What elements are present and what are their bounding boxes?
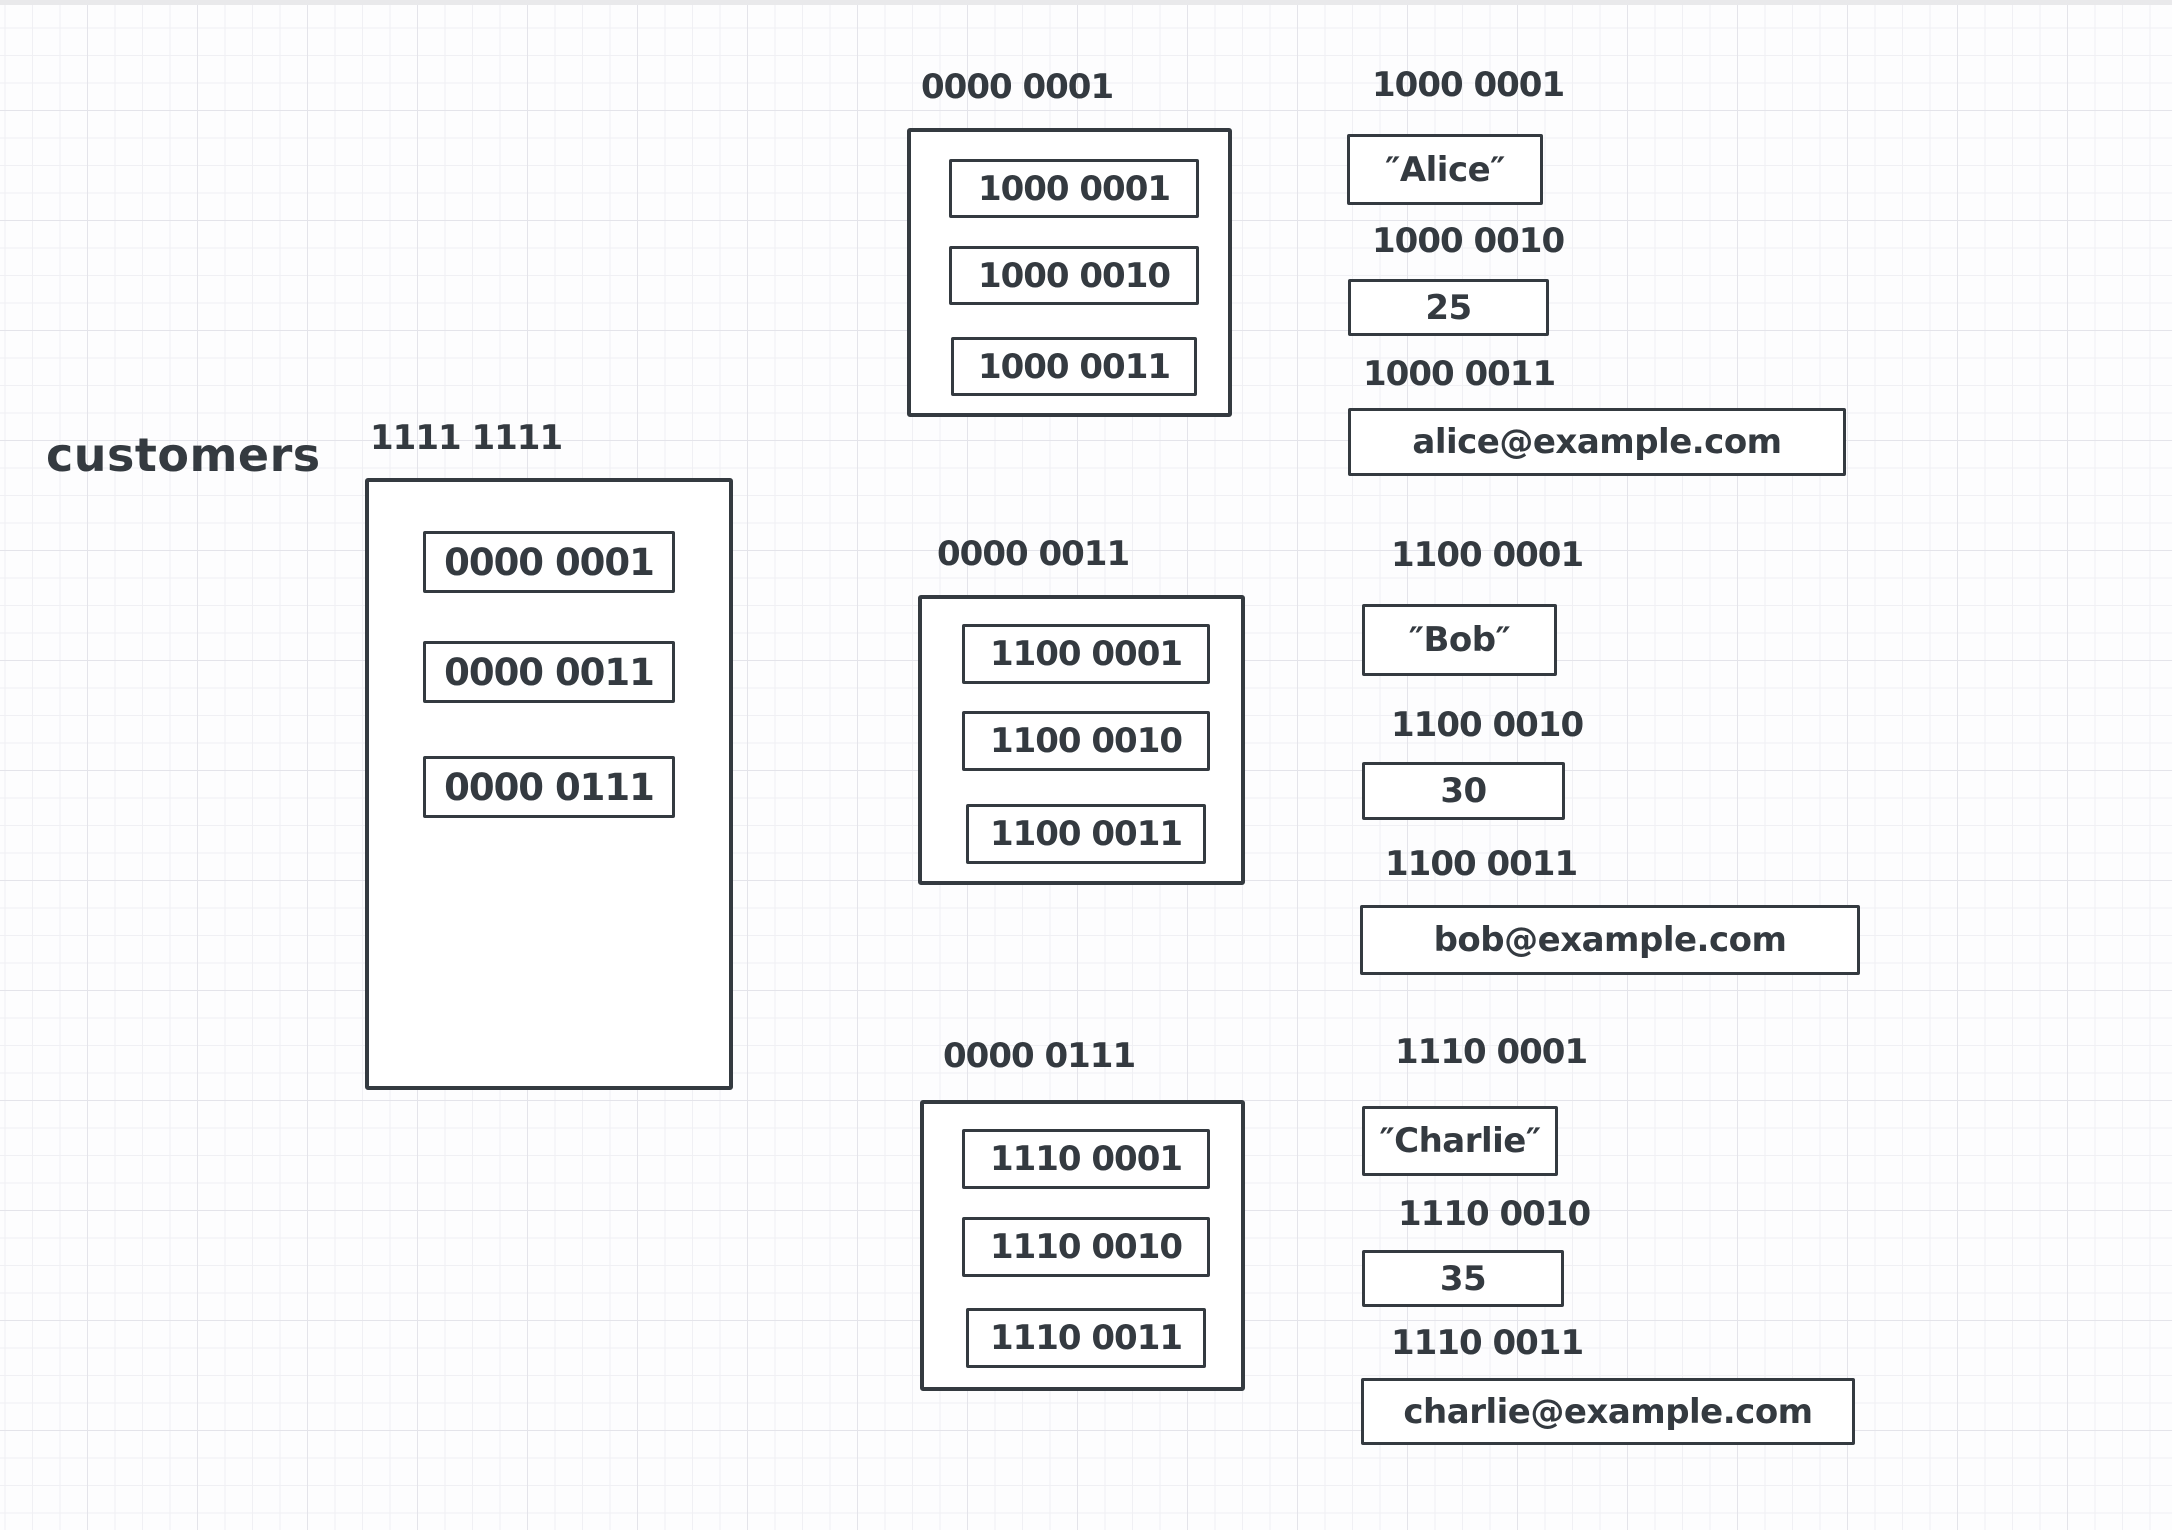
record-box[interactable]: 1110 0001 1110 0010 1110 0011 [920,1100,1245,1391]
field-value-box[interactable]: ″Charlie″ [1362,1106,1558,1176]
record-cell[interactable]: 1110 0011 [966,1308,1206,1368]
field-address-label[interactable]: 1100 0010 [1391,705,1584,745]
record-cell[interactable]: 1000 0001 [949,159,1199,218]
field-value-box[interactable]: ″Bob″ [1362,604,1557,676]
record-box[interactable]: 1100 0001 1100 0010 1100 0011 [918,595,1245,885]
field-address-label[interactable]: 1110 0001 [1395,1032,1588,1072]
record-cell[interactable]: 1000 0010 [949,246,1199,305]
field-address-label[interactable]: 1100 0001 [1391,535,1584,575]
pointer-array-address-label[interactable]: 1111 1111 [370,418,563,458]
field-address-label[interactable]: 1110 0011 [1391,1323,1584,1363]
record-box[interactable]: 1000 0001 1000 0010 1000 0011 [907,128,1232,417]
table-name-label[interactable]: customers [46,428,321,482]
pointer-cell[interactable]: 0000 0001 [423,531,675,593]
field-address-label[interactable]: 1100 0011 [1385,844,1578,884]
field-value-box[interactable]: 30 [1362,762,1565,820]
record-cell[interactable]: 1110 0010 [962,1217,1210,1277]
field-value-box[interactable]: 25 [1348,279,1549,336]
field-address-label[interactable]: 1000 0011 [1363,354,1556,394]
pointer-array-box[interactable]: 0000 0001 0000 0011 0000 0111 [365,478,733,1090]
record-address-label[interactable]: 0000 0011 [937,534,1130,574]
field-address-label[interactable]: 1110 0010 [1398,1194,1591,1234]
field-address-label[interactable]: 1000 0010 [1372,221,1565,261]
field-value-box[interactable]: bob@example.com [1360,905,1860,975]
field-value-box[interactable]: alice@example.com [1348,408,1846,476]
record-cell[interactable]: 1000 0011 [951,337,1197,396]
field-address-label[interactable]: 1000 0001 [1372,65,1565,105]
field-value-box[interactable]: charlie@example.com [1361,1378,1855,1445]
field-value-box[interactable]: ″Alice″ [1347,134,1543,205]
record-cell[interactable]: 1110 0001 [962,1129,1210,1189]
field-value-box[interactable]: 35 [1362,1250,1564,1307]
record-cell[interactable]: 1100 0001 [962,624,1210,684]
record-cell[interactable]: 1100 0010 [962,711,1210,771]
record-cell[interactable]: 1100 0011 [966,804,1206,864]
pointer-cell[interactable]: 0000 0111 [423,756,675,818]
canvas-top-edge [0,0,2172,5]
record-address-label[interactable]: 0000 0111 [943,1036,1136,1076]
pointer-cell[interactable]: 0000 0011 [423,641,675,703]
record-address-label[interactable]: 0000 0001 [921,67,1114,107]
